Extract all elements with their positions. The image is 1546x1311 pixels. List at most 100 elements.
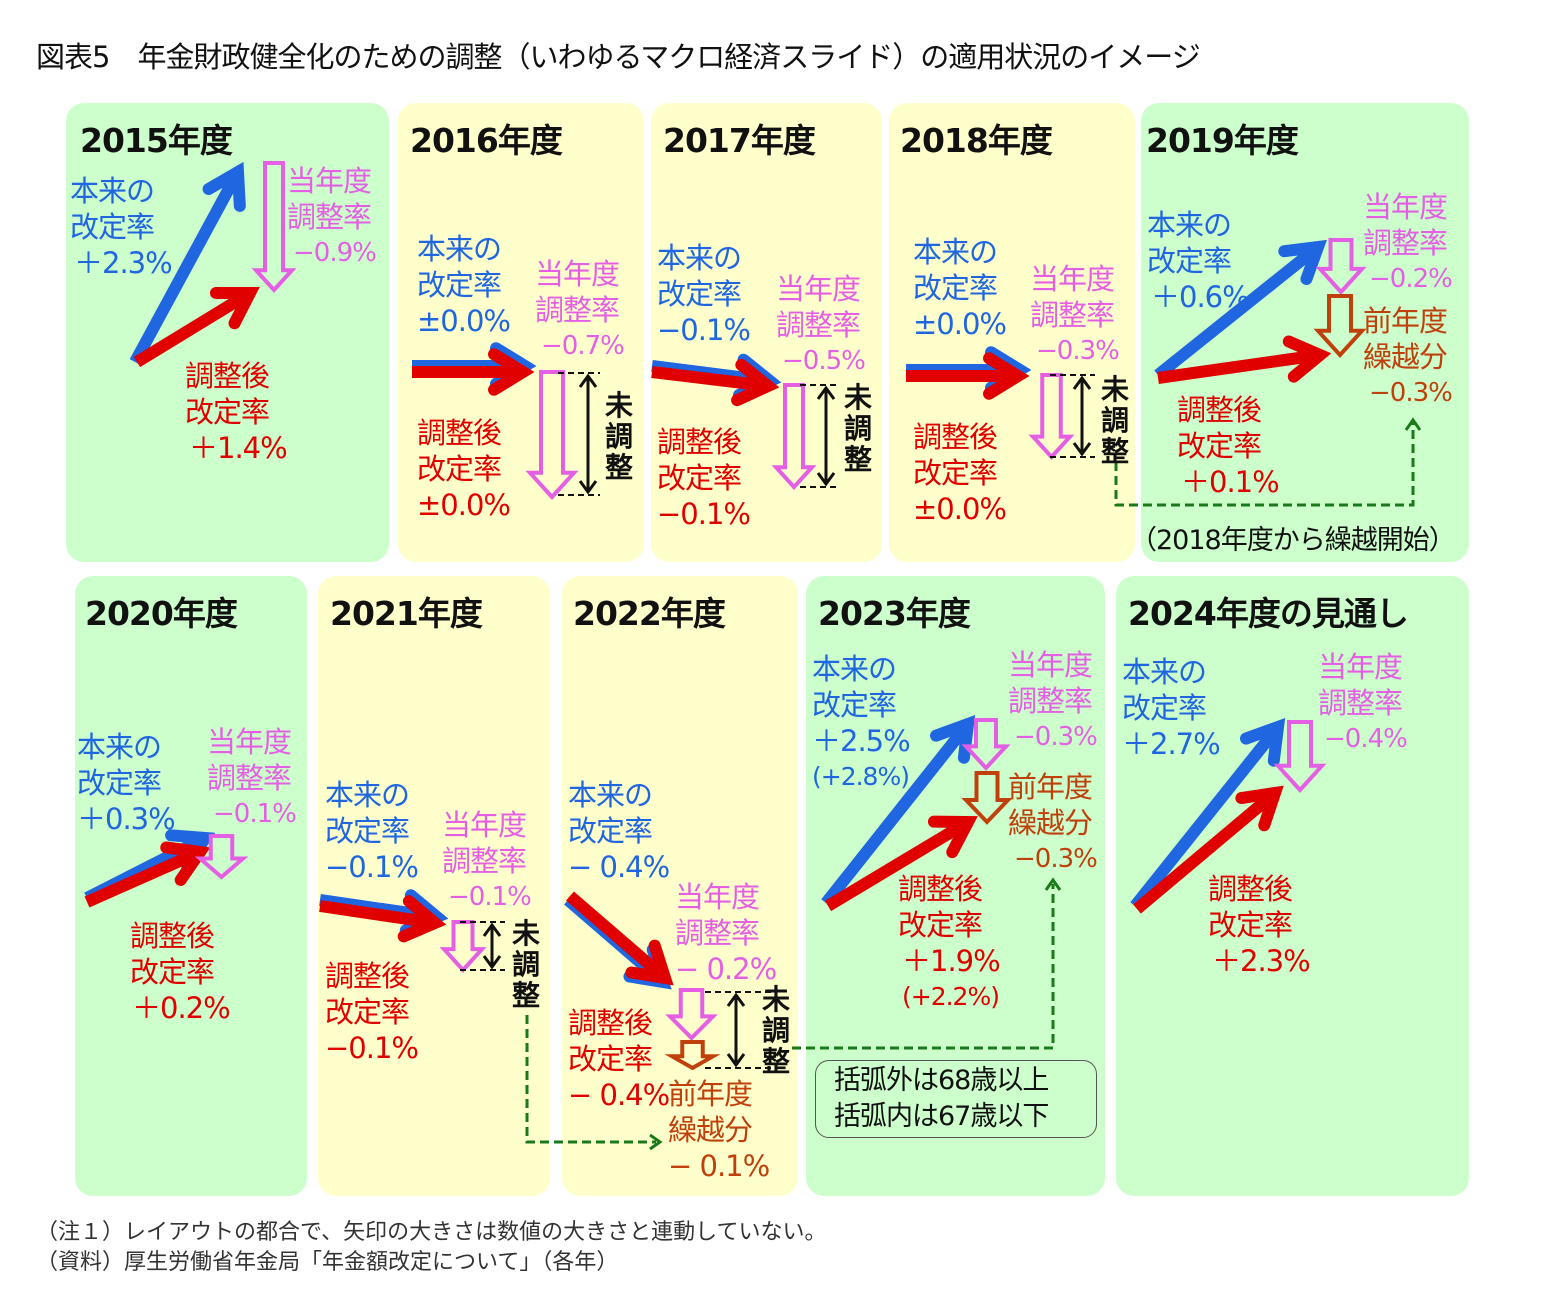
original-rate-label: 本来の 改定率±0.0% (913, 235, 1007, 341)
carry-rate-arrow (664, 1040, 721, 1071)
double-arrow-head (482, 922, 502, 937)
double-arrow-head (816, 385, 836, 400)
after-rate-label: 調整後 改定率＋1.9%(+2.2%) (898, 872, 1001, 1011)
adjust-rate-arrow (1028, 373, 1075, 460)
source-note: （資料）厚生労働省年金局「年金額改定について」（各年） (36, 1250, 619, 1275)
adjust-rate-arrow (525, 370, 579, 500)
carry-link-arrow-head (1044, 877, 1062, 891)
original-rate-arrow (821, 720, 973, 907)
original-rate-arrow-head (202, 161, 246, 212)
after-rate-label: 調整後 改定率−0.1% (657, 425, 751, 531)
adjust-rate-arrow (251, 161, 297, 293)
after-rate-arrow (651, 366, 769, 392)
panel-title: 2016年度 (410, 121, 563, 160)
unadjusted-label: 未 調 整 (511, 917, 540, 1012)
double-arrow-head (578, 480, 598, 495)
unadjusted-label: 未 調 整 (1100, 373, 1129, 468)
double-arrow-head (1072, 442, 1092, 457)
after-rate-arrow-head (210, 286, 260, 330)
after-rate-arrow-head (731, 358, 780, 407)
double-arrow-head (1072, 375, 1092, 390)
figure-title: 図表5 年金財政健全化のための調整（いわゆるマクロ経済スライド）の適用状況のイメ… (36, 40, 1201, 74)
after-rate-arrow (1157, 349, 1321, 384)
double-arrow-head (482, 955, 502, 970)
after-rate-arrow-head (160, 841, 211, 886)
adjust-rate-arrow (665, 988, 718, 1041)
double-arrow-head (816, 472, 836, 487)
after-rate-arrow (84, 846, 203, 908)
after-rate-arrow (1133, 788, 1279, 914)
panel-2018 (889, 103, 1135, 562)
panel-2017 (651, 103, 882, 562)
panel-title: 2022年度 (573, 594, 726, 633)
after-rate-label: 調整後 改定率− 0.4% (568, 1006, 670, 1112)
after-rate-arrow-head (625, 939, 674, 986)
original-rate-label: 本来の 改定率−0.1% (657, 241, 751, 347)
adjust-rate-label: 当年度 調整率−0.1% (442, 808, 532, 912)
adjust-rate-arrow (1273, 720, 1327, 793)
adjust-rate-label: 当年度 調整率−0.5% (776, 272, 866, 376)
unadjusted-label: 未 調 整 (843, 381, 872, 476)
double-arrow-head (726, 992, 746, 1007)
carry-rate-arrow (1313, 294, 1367, 358)
after-rate-label: 調整後 改定率＋1.4% (185, 359, 288, 465)
panel-2019 (1141, 103, 1469, 562)
original-rate-arrow-head (1278, 239, 1327, 285)
adjust-rate-arrow (961, 718, 1011, 771)
panel-title: 2024年度の見通し (1128, 594, 1409, 633)
carry-link-arrow (525, 1015, 656, 1144)
carry-rate-arrow (961, 771, 1013, 825)
footnote: （注１）レイアウトの都合で、矢印の大きさは数値の大きさと連動していない。 (36, 1220, 827, 1245)
original-rate-arrow (129, 169, 244, 365)
adjust-rate-label: 当年度 調整率−0.9% (287, 164, 377, 268)
after-rate-arrow-head (397, 895, 447, 943)
after-rate-arrow-head (928, 815, 978, 859)
adjust-rate-label: 当年度 調整率− 0.2% (675, 880, 777, 986)
original-rate-label: 本来の 改定率＋2.3% (70, 174, 173, 280)
adjust-rate-label: 当年度 調整率−0.7% (535, 257, 625, 361)
after-rate-arrow (824, 816, 972, 912)
original-rate-label: 本来の 改定率＋2.7% (1122, 655, 1221, 761)
panel-2021 (318, 576, 550, 1196)
carry-rate-label: 前年度 繰越分− 0.1% (668, 1077, 770, 1183)
carry-link-arrow-head (649, 1133, 663, 1151)
panel-title: 2019年度 (1146, 121, 1299, 160)
original-rate-label: 本来の 改定率＋0.6% (1147, 208, 1250, 314)
age-note-line: 括弧外は68歳以上 (834, 1065, 1049, 1096)
original-rate-arrow (1154, 242, 1322, 380)
unadjusted-label: 未 調 整 (761, 983, 790, 1078)
after-rate-arrow (319, 900, 436, 929)
panel-title: 2020年度 (85, 594, 238, 633)
age-note-box: 括弧外は68歳以上括弧内は67歳以下 (815, 1060, 1097, 1138)
adjust-rate-arrow (439, 920, 487, 973)
panel-title: 2021年度 (330, 594, 483, 633)
age-note-line: 括弧内は67歳以下 (834, 1101, 1049, 1132)
after-rate-arrow (566, 891, 669, 983)
after-rate-arrow-head (488, 348, 535, 396)
panel-2016 (398, 103, 644, 562)
after-rate-label: 調整後 改定率＋0.2% (130, 919, 231, 1025)
after-rate-label: 調整後 改定率−0.1% (325, 959, 419, 1065)
after-rate-label: 調整後 改定率±0.0% (913, 420, 1007, 526)
after-rate-arrow-head (1235, 785, 1284, 832)
original-rate-label: 本来の 改定率−0.1% (325, 778, 419, 884)
after-rate-label: 調整後 改定率±0.0% (417, 416, 511, 522)
after-rate-arrow (133, 287, 254, 368)
adjust-rate-arrow (194, 834, 249, 880)
original-rate-arrow (1130, 723, 1283, 910)
panel-title: 2015年度 (80, 121, 233, 160)
adjust-rate-label: 当年度 調整率−0.4% (1318, 650, 1408, 754)
carry-link-arrow (792, 884, 1055, 1050)
original-rate-label: 本来の 改定率±0.0% (417, 232, 511, 338)
double-arrow-head (726, 1053, 746, 1068)
panel-title: 2023年度 (818, 594, 971, 633)
after-rate-label: 調整後 改定率＋0.1% (1177, 393, 1280, 499)
original-rate-arrow-head (1240, 718, 1286, 767)
after-rate-label: 調整後 改定率＋2.3% (1208, 872, 1311, 978)
original-rate-label: 本来の 改定率− 0.4% (568, 778, 670, 884)
carry-link-arrow-head (1404, 417, 1422, 431)
panel-2022 (562, 576, 798, 1196)
carry-rate-label: 前年度 繰越分−0.3% (1008, 770, 1098, 874)
panel-title: 2018年度 (900, 121, 1053, 160)
